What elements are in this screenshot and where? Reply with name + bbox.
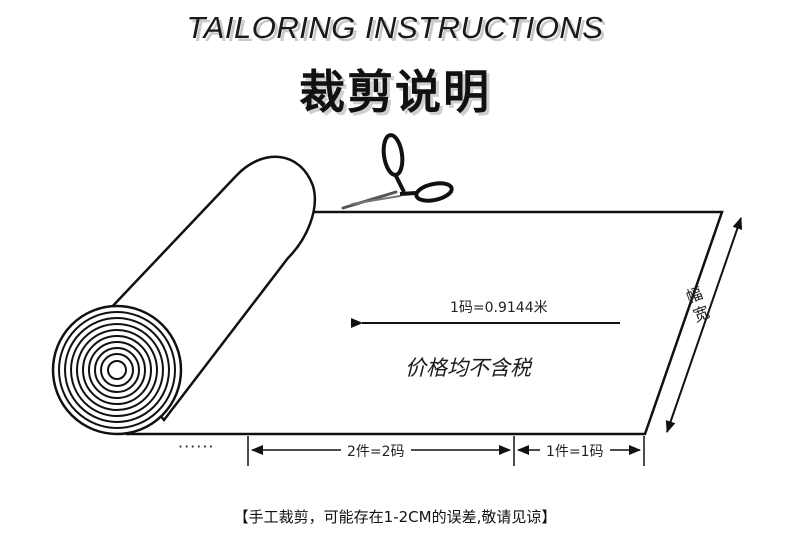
title-english: TAILORING INSTRUCTIONS	[186, 10, 604, 45]
segment-one-label: 1件=1码	[540, 441, 610, 461]
segment-two-label: 2件=2码	[341, 441, 411, 461]
scissors-icon	[341, 133, 454, 210]
continuation-dots: ······	[178, 437, 215, 456]
footer-note: 【手工裁剪，可能存在1-2CM的误差,敬请见谅】	[233, 508, 557, 526]
width-arrow	[665, 217, 743, 433]
length-label: 1码=0.9144米	[446, 295, 552, 319]
title-chinese: 裁剪说明	[299, 65, 491, 119]
fabric-roll-icon	[51, 155, 317, 436]
price-note: 价格均不含税	[405, 356, 531, 380]
